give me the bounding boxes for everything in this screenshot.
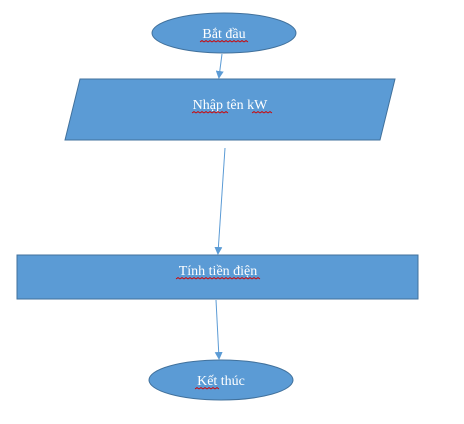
spellcheck-underline <box>175 277 261 280</box>
process-rectangle <box>16 254 419 300</box>
process-label: Tính tiền điện <box>179 264 258 279</box>
start-label: Bắt đầu <box>202 27 245 42</box>
start-ellipse <box>151 12 297 54</box>
connector-start-to-input <box>215 53 224 79</box>
connector-input-to-process <box>214 147 226 255</box>
end-ellipse <box>148 359 294 401</box>
process-node: Tính tiền điện <box>16 254 419 300</box>
spellcheck-underline <box>194 387 220 390</box>
connector-process-to-end <box>214 299 223 360</box>
input-label: Nhập tên kW <box>193 98 268 113</box>
input-parallelogram <box>64 78 396 141</box>
end-node: Kết thúc <box>148 359 294 401</box>
end-label: Kết thúc <box>197 374 245 389</box>
start-node: Bắt đầu <box>151 12 297 54</box>
spellcheck-underline <box>191 111 229 114</box>
spellcheck-underline <box>251 111 273 114</box>
spellcheck-underline <box>199 40 249 43</box>
input-node: Nhập tên kW <box>64 78 396 141</box>
